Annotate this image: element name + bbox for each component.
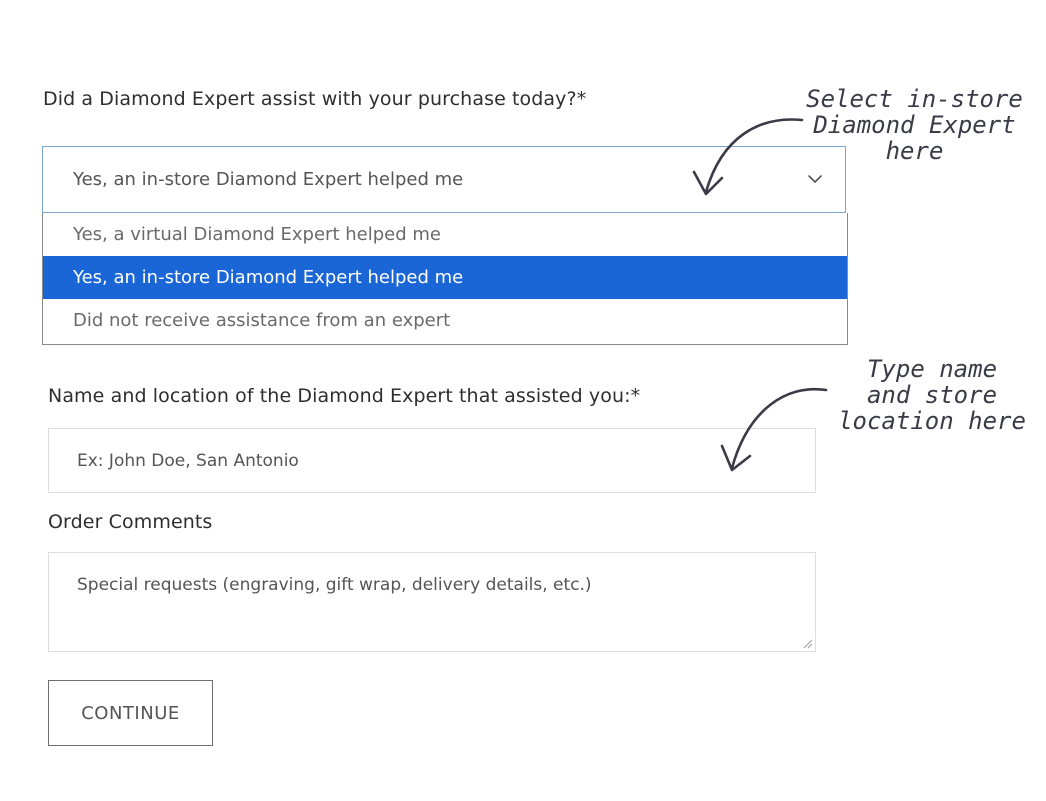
annotation-line: Select in-store: [806, 85, 1023, 113]
annotation-line: here: [885, 137, 944, 165]
select-arrow-icon: [692, 118, 804, 196]
assist-question-label: Did a Diamond Expert assist with your pu…: [43, 88, 587, 110]
assist-select-value: Yes, an in-store Diamond Expert helped m…: [73, 169, 464, 190]
option-virtual-expert[interactable]: Yes, a virtual Diamond Expert helped me: [73, 224, 441, 245]
annotation-line: location here: [838, 407, 1026, 435]
order-comments-label: Order Comments: [48, 511, 213, 533]
expert-name-placeholder: Ex: John Doe, San Antonio: [77, 451, 299, 471]
select-annotation-note: Select in-store Diamond Expert here: [802, 86, 1027, 164]
order-comments-placeholder: Special requests (engraving, gift wrap, …: [77, 575, 592, 595]
option-no-assistance[interactable]: Did not receive assistance from an exper…: [73, 310, 451, 331]
assist-dropdown-list: Yes, a virtual Diamond Expert helped me …: [42, 213, 848, 345]
option-in-store-expert[interactable]: Yes, an in-store Diamond Expert helped m…: [43, 256, 847, 299]
assist-select[interactable]: Yes, an in-store Diamond Expert helped m…: [42, 146, 846, 213]
annotation-line: and store: [866, 381, 998, 409]
expert-name-input[interactable]: Ex: John Doe, San Antonio: [48, 428, 816, 493]
resize-handle-icon[interactable]: [801, 637, 813, 649]
type-annotation-note: Type name and store location here: [832, 356, 1032, 434]
expert-name-label: Name and location of the Diamond Expert …: [48, 385, 641, 407]
annotation-line: Type name: [866, 355, 998, 383]
order-comments-textarea[interactable]: Special requests (engraving, gift wrap, …: [48, 552, 816, 652]
continue-button[interactable]: CONTINUE: [48, 680, 213, 746]
annotation-line: Diamond Expert: [813, 111, 1016, 139]
type-arrow-icon: [720, 387, 828, 472]
chevron-down-icon[interactable]: [807, 171, 823, 187]
